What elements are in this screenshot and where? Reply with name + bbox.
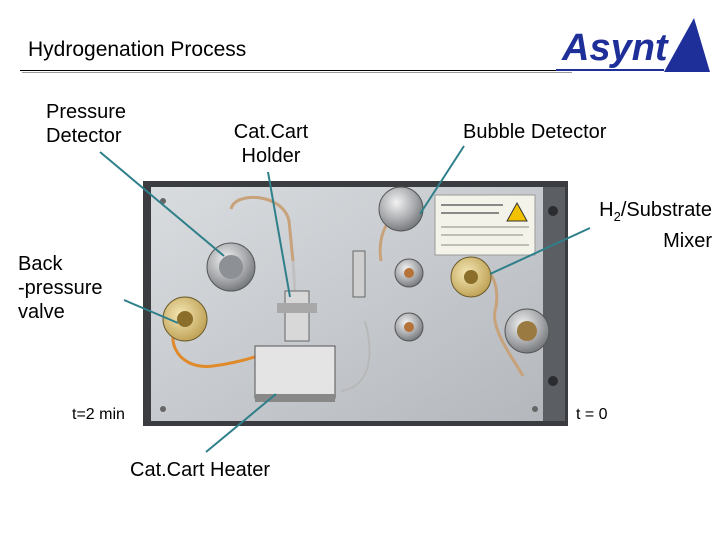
pressure-detector-line-2: Detector <box>46 125 122 147</box>
warning-sticker <box>434 194 536 256</box>
mixer-line-1: H2/Substrate <box>572 198 712 229</box>
pressure-detector-line-1: Pressure <box>46 101 127 123</box>
time-left-label: t=2 min <box>72 406 125 423</box>
catcart-holder-line-1: Cat.Cart <box>233 121 309 143</box>
fitting-core <box>404 268 414 278</box>
mixer-line-2: Mixer <box>663 230 712 252</box>
screw <box>160 198 166 204</box>
back-pressure-line-2: -pressure <box>18 277 103 299</box>
back-pressure-label: Back -pressure valve <box>18 252 102 324</box>
catcart-heater-block <box>254 345 336 399</box>
tube <box>340 320 371 392</box>
page-title: Hydrogenation Process <box>28 38 247 61</box>
bubble-detector-unit <box>378 186 424 232</box>
heater-base <box>255 394 335 402</box>
asynt-logo: Asynt <box>556 18 710 72</box>
bracket-hole <box>548 376 558 386</box>
column <box>352 250 366 298</box>
mixer-label: H2/Substrate Mixer <box>572 198 712 253</box>
pressure-detector-core <box>219 255 243 279</box>
mixer-subscript: 2 <box>613 209 621 224</box>
bubble-detector-label: Bubble Detector <box>463 121 607 143</box>
mixer-core <box>464 270 478 284</box>
right-bracket <box>543 187 565 421</box>
logo-triangle <box>664 18 710 72</box>
bracket-hole <box>548 206 558 216</box>
catcart-holder-label: Cat.Cart Holder <box>229 120 313 168</box>
back-pressure-line-3: valve <box>18 301 65 323</box>
holder-clamp <box>277 303 317 313</box>
mixer-h: H <box>599 199 614 221</box>
pressure-detector-label: Pressure Detector <box>46 100 126 148</box>
logo-text: Asynt <box>561 27 669 69</box>
header-rule <box>20 70 570 71</box>
catcart-holder <box>284 290 310 342</box>
valve-core <box>177 311 193 327</box>
catcart-holder-line-2: Holder <box>241 145 301 167</box>
screw <box>532 406 538 412</box>
apparatus-photo <box>143 181 568 426</box>
time-right-label: t = 0 <box>576 406 608 423</box>
lower-unit-core <box>517 321 537 341</box>
screw <box>160 406 166 412</box>
mixer-rest: /Substrate <box>620 199 712 221</box>
back-pressure-line-1: Back <box>18 253 63 275</box>
catcart-heater-label: Cat.Cart Heater <box>130 459 271 481</box>
warning-icon <box>506 201 528 222</box>
tube <box>291 260 297 292</box>
fitting-core <box>404 322 414 332</box>
header-rule-shadow <box>22 72 572 73</box>
